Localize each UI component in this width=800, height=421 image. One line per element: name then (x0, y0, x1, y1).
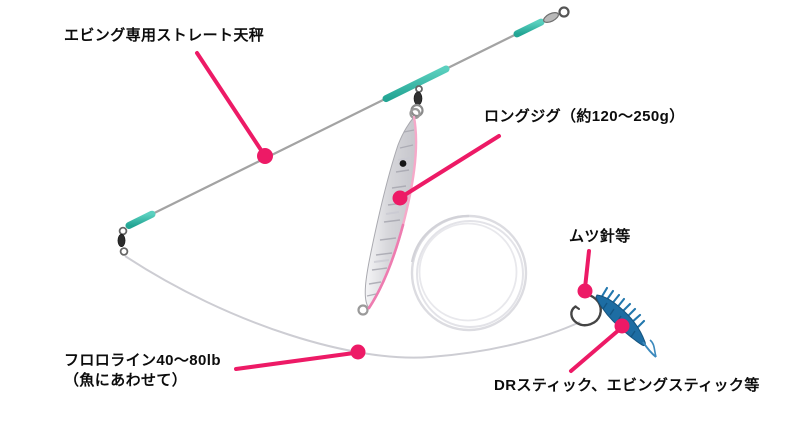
mid-barrel-swivel (410, 85, 424, 118)
label-jig: ロングジグ（約120〜250g） (484, 108, 685, 125)
label-hook: ムツ針等 (569, 228, 631, 245)
hook-barb (574, 305, 580, 310)
lure-tail (642, 341, 657, 358)
tenbin-wire (125, 19, 546, 228)
label-tenbin: エビング専用ストレート天秤 (64, 27, 265, 44)
swivel-ring-icon (558, 6, 570, 18)
left-barrel-swivel (117, 226, 129, 256)
callout-lines (195, 51, 622, 373)
teal-sleeve-middle (382, 65, 450, 103)
teal-sleeve-top (513, 18, 545, 38)
jig-eye-dot (399, 160, 407, 167)
line-coil (410, 214, 528, 332)
callout-dot-stick (614, 318, 630, 334)
callout-line-tenbin (195, 51, 265, 155)
callout-dots (257, 148, 630, 360)
leader-curve (124, 255, 581, 359)
label-stick: DRスティック、エビングスティック等 (494, 377, 760, 394)
callout-line-hook (583, 249, 591, 290)
callout-line-jig (401, 134, 501, 198)
label-fluoro-line1: フロロライン40〜80lb (64, 352, 221, 369)
tenbin-arm (125, 6, 570, 229)
jig-bottom-eyelet (357, 304, 369, 316)
callout-dot-hook (577, 283, 593, 299)
callout-dot-fluoro (350, 344, 366, 360)
teal-sleeve-left (125, 210, 156, 229)
long-jig (357, 107, 421, 316)
label-fluoro: フロロライン40〜80lb （魚にあわせて） (64, 351, 221, 391)
callout-dot-jig (392, 190, 408, 206)
callout-line-stick (569, 327, 622, 373)
label-fluoro-line2: （魚にあわせて） (64, 372, 188, 389)
callout-dot-tenbin (257, 148, 273, 164)
callout-line-fluoro (234, 351, 356, 371)
top-swivel (543, 6, 570, 23)
